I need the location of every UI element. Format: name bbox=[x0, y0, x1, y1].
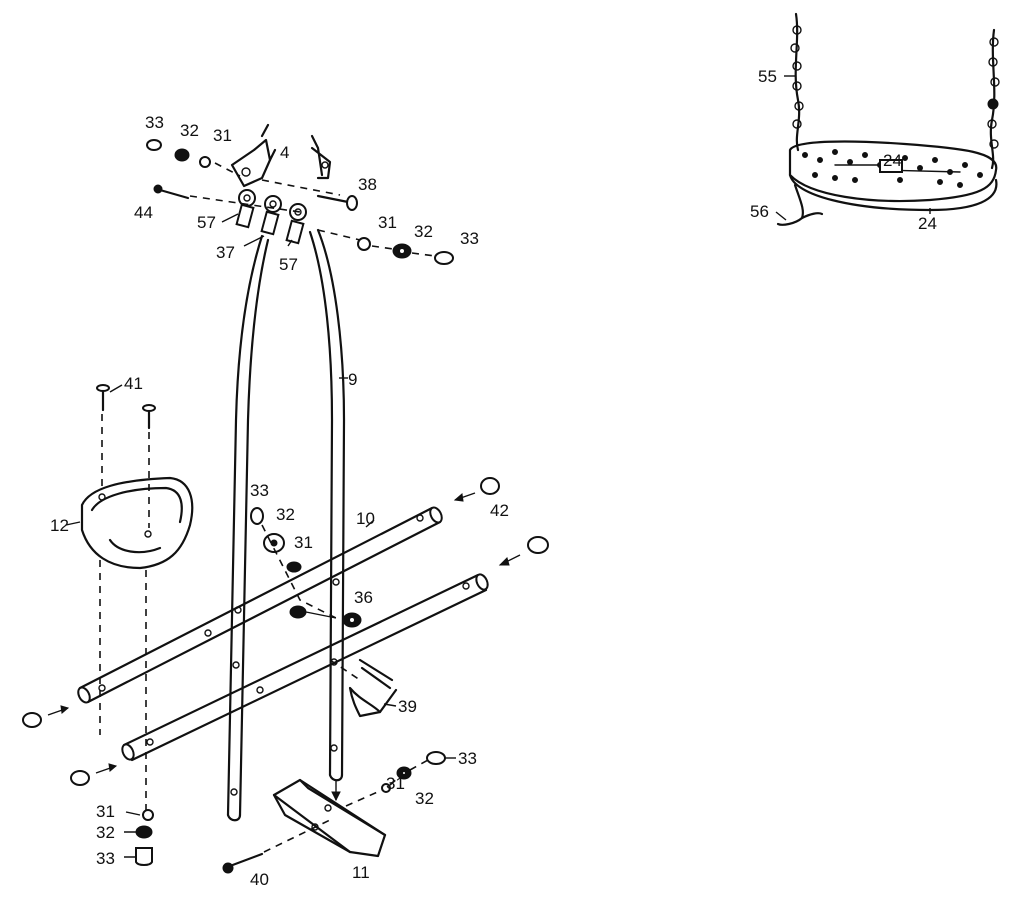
bolt-38 bbox=[316, 194, 358, 211]
bolt-40 bbox=[222, 819, 331, 874]
end-cap-42 bbox=[480, 477, 500, 495]
cap-nut-33 bbox=[146, 139, 162, 151]
end-cap-right-lower bbox=[527, 536, 549, 554]
label-55: 55 bbox=[758, 67, 777, 86]
washer-31-right bbox=[357, 237, 371, 251]
top-bracket-assembly bbox=[146, 123, 454, 265]
cap-nut-33-right bbox=[434, 251, 454, 265]
label-33-top-left: 33 bbox=[145, 113, 164, 132]
label-36: 36 bbox=[354, 588, 373, 607]
washer-31 bbox=[199, 156, 211, 168]
label-9: 9 bbox=[348, 370, 357, 389]
label-40: 40 bbox=[250, 870, 269, 889]
label-10: 10 bbox=[356, 509, 375, 528]
hanger-57-right bbox=[285, 203, 307, 245]
label-4: 4 bbox=[280, 143, 289, 162]
label-31-bottom-left: 31 bbox=[96, 802, 115, 821]
label-32-top-right: 32 bbox=[414, 222, 433, 241]
label-32-middle: 32 bbox=[276, 505, 295, 524]
label-31-bottom-right: 31 bbox=[386, 774, 405, 793]
end-cap-left-lower bbox=[70, 770, 90, 786]
bracket-39 bbox=[329, 658, 398, 718]
label-56: 56 bbox=[750, 202, 769, 221]
bolt-44 bbox=[153, 184, 190, 200]
label-38: 38 bbox=[358, 175, 377, 194]
hardware-middle bbox=[250, 507, 362, 628]
end-caps-42 bbox=[22, 477, 549, 786]
label-44: 44 bbox=[134, 203, 153, 222]
chain-left bbox=[790, 12, 804, 152]
label-31-middle: 31 bbox=[294, 533, 313, 552]
bracket-12 bbox=[65, 476, 194, 570]
hardware-stack-bottom-left bbox=[124, 809, 154, 866]
crossbars-10 bbox=[77, 506, 489, 762]
hardware-bottom-right bbox=[345, 751, 456, 807]
label-32-bottom-right: 32 bbox=[415, 789, 434, 808]
end-cap-left-upper bbox=[22, 712, 42, 728]
hanger-57-left bbox=[235, 189, 256, 229]
label-24: 24 bbox=[918, 214, 937, 233]
label-24-on-seat: 24 bbox=[883, 151, 902, 170]
foot-bracket-11 bbox=[272, 778, 387, 858]
label-42: 42 bbox=[490, 501, 509, 520]
swing-frame-legs-9 bbox=[226, 228, 348, 822]
hanger-57-middle bbox=[260, 195, 282, 236]
label-39: 39 bbox=[398, 697, 417, 716]
label-31-top-right: 31 bbox=[378, 213, 397, 232]
label-33-top-right: 33 bbox=[460, 229, 479, 248]
seat-board bbox=[788, 140, 998, 212]
callout-labels: 55 56 24 24 33 32 31 4 38 44 57 37 57 31… bbox=[50, 67, 937, 889]
label-12: 12 bbox=[50, 516, 69, 535]
label-41: 41 bbox=[124, 374, 143, 393]
label-33-middle: 33 bbox=[250, 481, 269, 500]
hook-56 bbox=[776, 183, 824, 226]
swing-seat-assembly bbox=[776, 12, 1000, 226]
bracket-4 bbox=[230, 138, 272, 188]
chain-right bbox=[987, 28, 1000, 170]
label-33-bottom-right: 33 bbox=[458, 749, 477, 768]
label-57-right: 57 bbox=[279, 255, 298, 274]
label-37: 37 bbox=[216, 243, 235, 262]
label-31-top-left: 31 bbox=[213, 126, 232, 145]
label-33-bottom-left: 33 bbox=[96, 849, 115, 868]
lock-nut-32 bbox=[174, 148, 190, 162]
label-57-left: 57 bbox=[197, 213, 216, 232]
label-11: 11 bbox=[352, 863, 370, 882]
label-32-top-left: 32 bbox=[180, 121, 199, 140]
label-32-bottom-left: 32 bbox=[96, 823, 115, 842]
screws-41 bbox=[96, 384, 156, 430]
leader-lines bbox=[221, 75, 931, 247]
